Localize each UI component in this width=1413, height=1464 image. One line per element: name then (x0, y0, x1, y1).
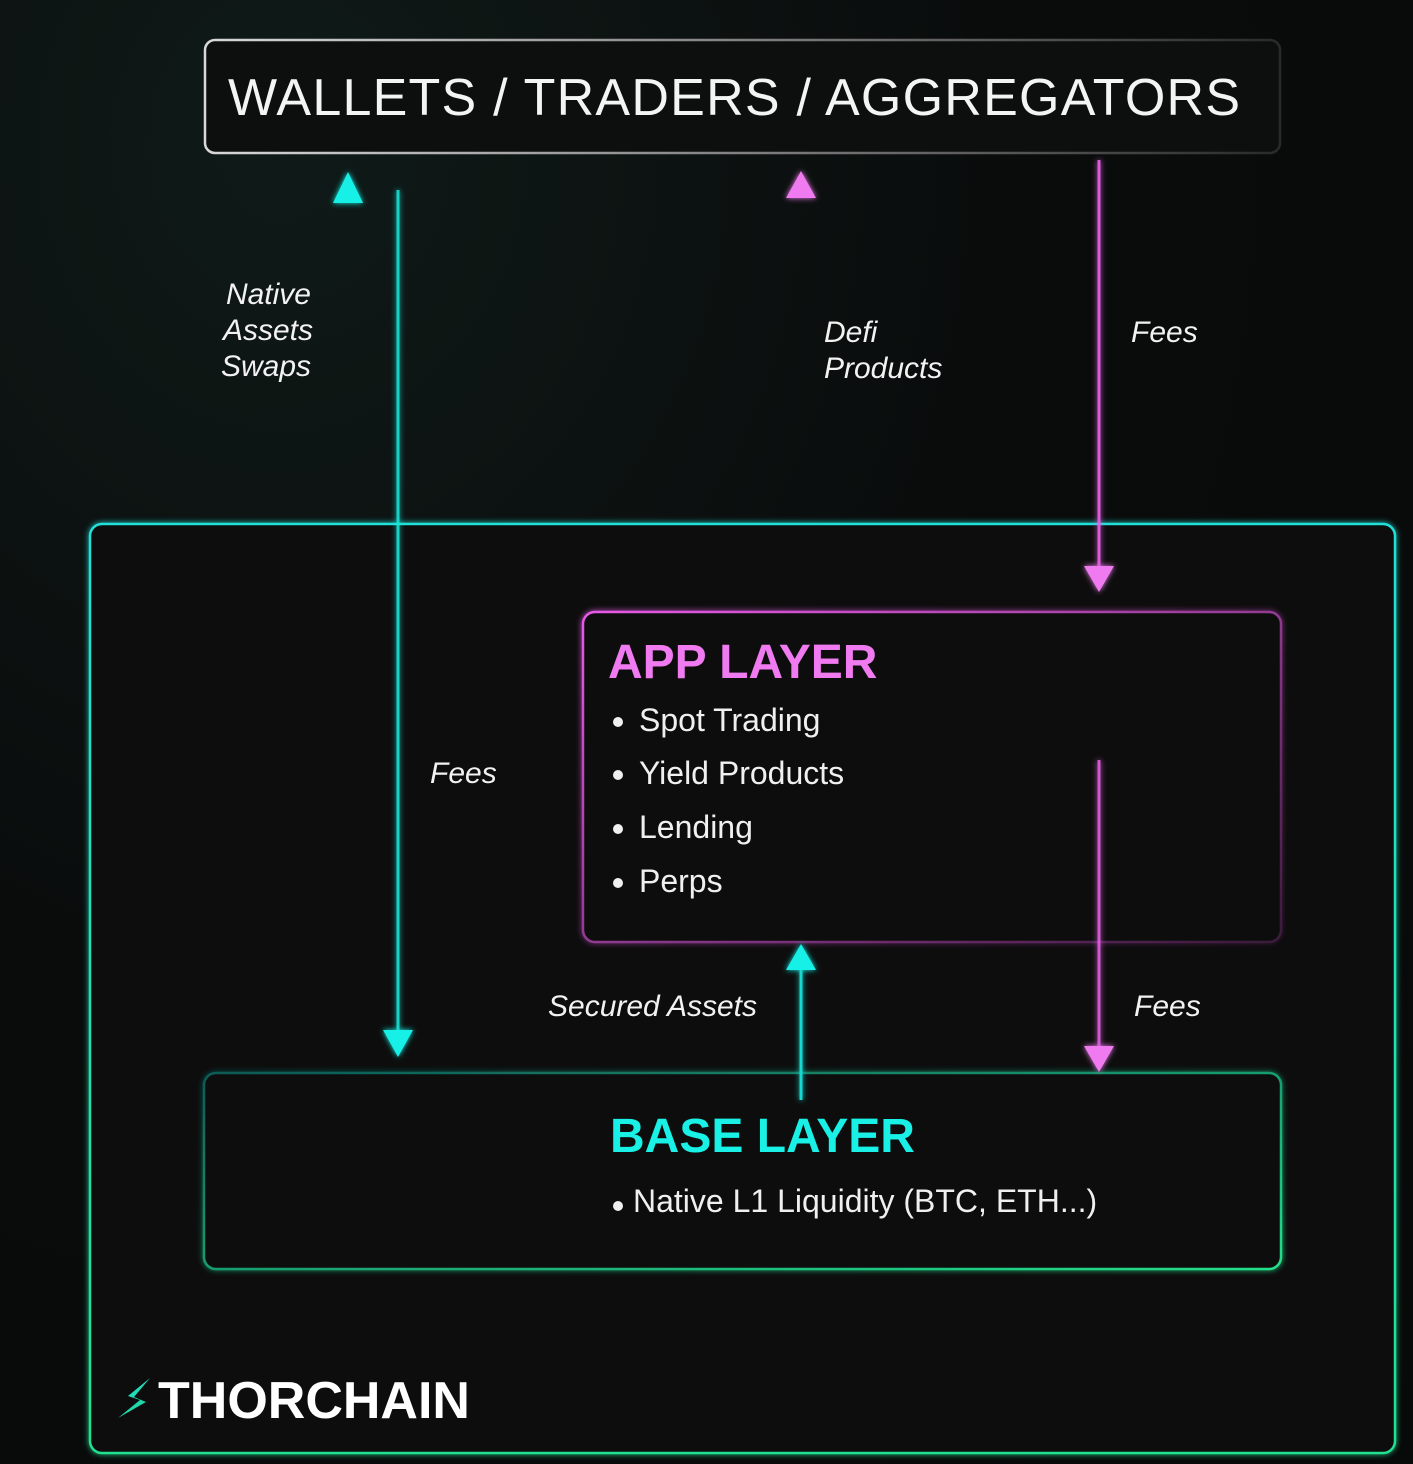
fees-to-base-arrow (383, 190, 413, 1057)
defi-products-label: Products (824, 352, 942, 385)
arrow-up-icon (786, 171, 816, 198)
fees-label: Fees (430, 757, 497, 790)
app-layer-title: APP LAYER (608, 636, 877, 689)
secured-assets-label: Secured Assets (548, 990, 757, 1023)
app-layer-item: Lending (639, 809, 753, 845)
app-layer-box (581, 610, 1283, 944)
native-swaps-label: Native (226, 278, 311, 311)
base-layer-box (202, 1071, 1283, 1271)
thorchain-logo: THORCHAIN (118, 1372, 470, 1430)
native-swaps-label: Swaps (221, 350, 311, 383)
bullet-icon (613, 824, 623, 834)
app-layer-item: Yield Products (639, 755, 844, 791)
defi-products-label: Defi (824, 316, 879, 349)
wallets-box (203, 38, 1282, 155)
lightning-bolt-icon (118, 1378, 150, 1418)
wallets-title: WALLETS / TRADERS / AGGREGATORS (228, 69, 1240, 127)
base-layer-title: BASE LAYER (610, 1110, 915, 1163)
fees-app-to-base-arrow (1084, 760, 1114, 1072)
arrow-up-icon (333, 172, 363, 203)
arrow-down-icon (1084, 566, 1114, 592)
arrow-down-icon (1084, 1046, 1114, 1072)
arrow-down-icon (383, 1030, 413, 1057)
secured-assets-arrow (786, 944, 816, 1100)
fees-to-app-arrow (1084, 160, 1114, 592)
defi-products-arrow (786, 171, 816, 600)
app-layer-item: Perps (639, 863, 723, 899)
native-swaps-label: Assets (221, 314, 313, 347)
native-swaps-arrow (333, 172, 363, 1100)
arrow-up-icon (786, 944, 816, 970)
base-layer-item: Native L1 Liquidity (BTC, ETH...) (633, 1183, 1097, 1219)
brand-name: THORCHAIN (158, 1372, 470, 1430)
bullet-icon (613, 1201, 623, 1211)
bullet-icon (613, 717, 623, 727)
bullet-icon (613, 878, 623, 888)
app-layer-item: Spot Trading (639, 702, 820, 738)
bullet-icon (613, 770, 623, 780)
fees-label: Fees (1131, 316, 1198, 349)
fees-label: Fees (1134, 990, 1201, 1023)
